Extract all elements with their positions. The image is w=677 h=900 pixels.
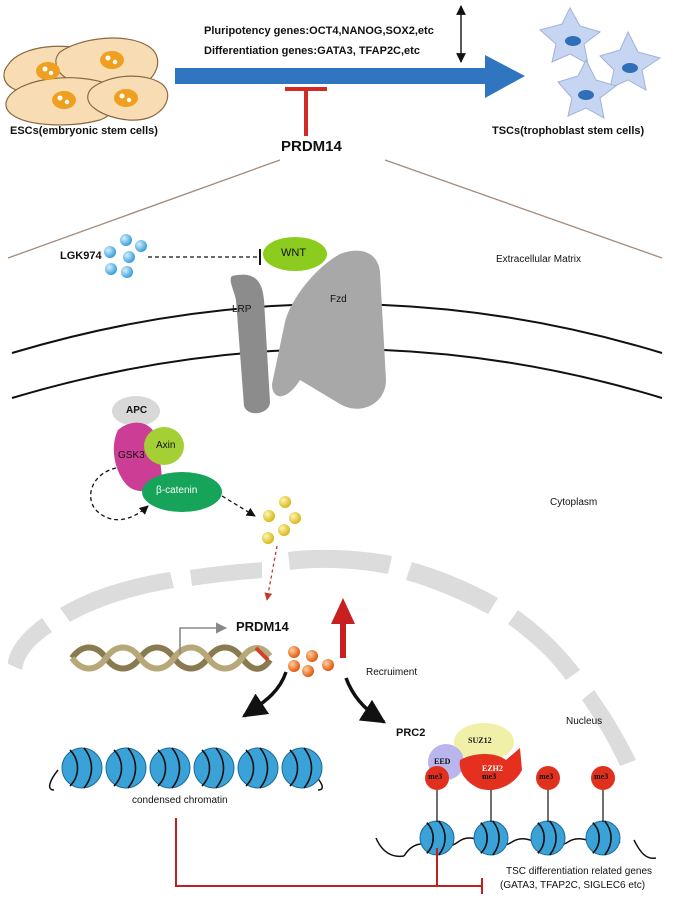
axin-protein (144, 427, 184, 465)
me3-mark-icon (479, 766, 503, 790)
nucleosome (530, 820, 566, 856)
me3-mark-icon (591, 766, 615, 790)
me3-label: me3 (428, 772, 443, 781)
nucleosome (585, 820, 621, 856)
recruitment-arrow (331, 598, 355, 658)
esc-cells-icon (3, 37, 169, 126)
me3-label: me3 (594, 772, 609, 781)
axin-label: Axin (156, 440, 176, 451)
differentiation-genes-label: Differentiation genes:GATA3, TFAP2C,etc (204, 45, 420, 57)
beta-catenin-protein (142, 472, 222, 512)
condensed-chromatin-icon (48, 747, 323, 791)
gene-repression-bracket (175, 818, 483, 894)
tsc-cells-icon (538, 6, 662, 119)
prc2-recruitment-arrow (344, 677, 387, 724)
extracellular-matrix-label: Extracellular Matrix (496, 254, 582, 265)
nucleosome (281, 747, 323, 789)
esc-label: ESCs(embryonic stem cells) (10, 125, 158, 137)
recruitment-label: Recruiment (366, 667, 418, 678)
fzd-receptor (272, 250, 386, 409)
inhibitor-label: PRDM14 (281, 138, 342, 155)
lgk974-label: LGK974 (60, 250, 102, 262)
me3-mark-icon (425, 766, 449, 790)
lrp-label: LRP (232, 304, 252, 315)
me3-mark-icon (536, 766, 560, 790)
chromatin-condensation-arrow (241, 671, 288, 718)
suz12-subunit (454, 723, 514, 761)
nuclear-envelope (8, 549, 636, 766)
pluripotency-genes-label: Pluripotency genes:OCT4,NANOG,SOX2,etc (204, 25, 434, 37)
nucleosome (105, 747, 147, 789)
nucleosome (473, 820, 509, 856)
ezh2-label: EZH2 (482, 764, 503, 773)
nucleosome (193, 747, 235, 789)
wnt-label: WNT (281, 247, 307, 259)
tsc-genes-list: (GATA3, TFAP2C, SIGLEC6 etc) (500, 880, 646, 891)
beta-catenin-label: β-catenin (156, 485, 198, 496)
apc-label: APC (126, 405, 148, 416)
transcription-arrow (179, 622, 228, 654)
degradation-cycle-arrow (90, 467, 149, 521)
nucleosome (149, 747, 191, 789)
beta-catenin-molecules-icon (262, 496, 301, 544)
cytoplasm-label: Cytoplasm (550, 497, 598, 508)
tsc-gene-chromatin-icon (375, 766, 657, 860)
prc2-label: PRC2 (396, 727, 426, 739)
dna-helix-icon (69, 644, 273, 672)
condensed-chromatin-label: condensed chromatin (132, 795, 228, 806)
nucleosome (61, 747, 103, 789)
nuclear-translocation-arrow (264, 545, 278, 601)
zoom-line-right (384, 159, 663, 259)
differentiation-arrow (175, 55, 525, 98)
lgk974-molecules-icon (104, 234, 147, 278)
apc-protein (112, 396, 160, 426)
gsk3-label: GSK3 (118, 450, 145, 461)
me3-label: me3 (482, 772, 497, 781)
nucleosome (237, 747, 279, 789)
tsc-label: TSCs(trophoblast stem cells) (492, 125, 645, 137)
zoom-line-left (7, 159, 281, 259)
nucleus-label: Nucleus (566, 716, 603, 727)
beta-catenin-release-arrow (221, 495, 256, 517)
fzd-label: Fzd (330, 294, 347, 305)
tsc-genes-label: TSC differentiation related genes (506, 866, 653, 877)
suz12-label: SUZ12 (468, 736, 492, 745)
me3-label: me3 (539, 772, 554, 781)
eed-label: EED (434, 757, 451, 766)
prdm14-gene-label: PRDM14 (236, 619, 289, 634)
wnt-ligand (263, 237, 327, 271)
prdm14-inhibition-icon (285, 87, 327, 136)
prdm14-protein-icon (288, 646, 334, 677)
lrp-receptor (230, 274, 270, 414)
